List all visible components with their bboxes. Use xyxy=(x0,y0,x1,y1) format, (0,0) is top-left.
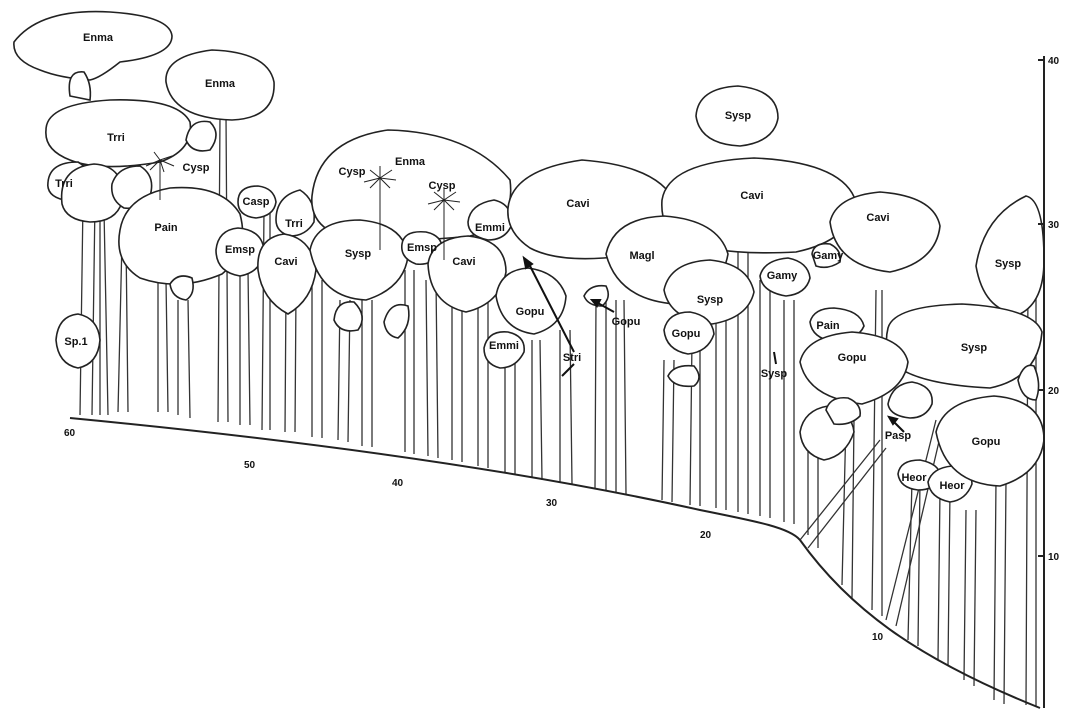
species-label: Gamy xyxy=(767,270,798,282)
distance-labels: 60 50 40 30 20 10 xyxy=(64,428,884,643)
height-axis-ticks xyxy=(1038,59,1044,557)
species-label: Gopu xyxy=(612,316,641,328)
tree-crowns xyxy=(13,10,1045,503)
species-label: Emsp xyxy=(225,244,255,256)
species-label: Gamy xyxy=(813,250,844,262)
arrows xyxy=(522,255,905,433)
distance-tick: 20 xyxy=(700,530,712,541)
species-label: Cysp xyxy=(429,180,456,192)
height-tick: 30 xyxy=(1048,220,1060,231)
species-label: Sp.1 xyxy=(64,336,87,348)
height-tick: 40 xyxy=(1048,56,1060,67)
species-label: Enma xyxy=(83,32,114,44)
species-label: Gopu xyxy=(516,306,545,318)
species-label: Enma xyxy=(395,156,426,168)
height-labels: 40 30 20 10 xyxy=(1048,56,1060,563)
palm-crowns xyxy=(145,151,461,260)
species-labels: Enma Enma Trri Trri Cysp Pain Casp Trri … xyxy=(55,32,1021,492)
species-label: Trri xyxy=(285,218,303,230)
species-label: Emsp xyxy=(407,242,437,254)
distance-tick: 60 xyxy=(64,428,76,439)
species-label: Heor xyxy=(901,472,927,484)
species-label: Trri xyxy=(55,178,73,190)
species-label: Cavi xyxy=(566,198,589,210)
height-tick: 10 xyxy=(1048,552,1060,563)
species-label: Cavi xyxy=(452,256,475,268)
distance-tick: 50 xyxy=(244,460,256,471)
species-label: Emmi xyxy=(489,340,519,352)
species-label: Sysp xyxy=(345,248,372,260)
ground-line xyxy=(69,417,1041,709)
distance-tick: 10 xyxy=(872,632,884,643)
species-label: Sysp xyxy=(697,294,724,306)
species-label: Cavi xyxy=(274,256,297,268)
species-label: Gopu xyxy=(838,352,867,364)
species-label: Sysp xyxy=(725,110,752,122)
species-label: Gopu xyxy=(672,328,701,340)
distance-tick: 40 xyxy=(392,478,404,489)
species-label: Trri xyxy=(107,132,125,144)
species-label: Pain xyxy=(816,320,840,332)
species-label: Emmi xyxy=(475,222,505,234)
species-label: Sysp xyxy=(995,258,1022,270)
species-label: Pasp xyxy=(885,430,912,442)
species-label: Cysp xyxy=(339,166,366,178)
species-label: Pain xyxy=(154,222,178,234)
species-label: Casp xyxy=(243,196,270,208)
species-label: Cysp xyxy=(183,162,210,174)
species-label: Sysp xyxy=(761,368,788,380)
species-label: Gopu xyxy=(972,436,1001,448)
distance-tick: 30 xyxy=(546,498,558,509)
species-label: Heor xyxy=(939,480,965,492)
species-label: Stri xyxy=(563,352,581,364)
height-tick: 20 xyxy=(1048,386,1060,397)
species-label: Sysp xyxy=(961,342,988,354)
species-label: Cavi xyxy=(866,212,889,224)
species-label: Enma xyxy=(205,78,236,90)
species-label: Magl xyxy=(629,250,654,262)
species-label: Cavi xyxy=(740,190,763,202)
